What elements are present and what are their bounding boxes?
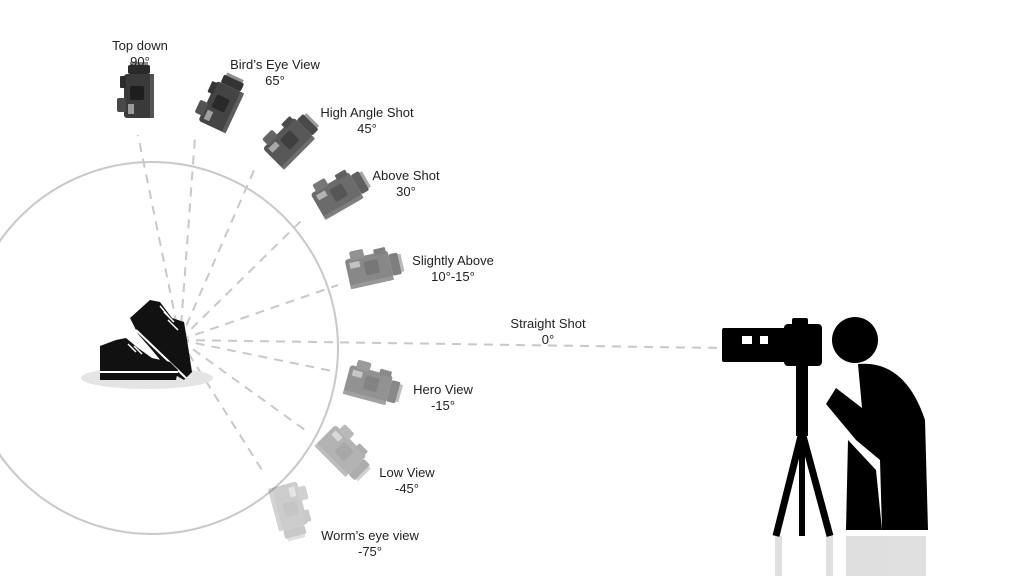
tripod-icon bbox=[776, 366, 830, 536]
ray-7 bbox=[180, 340, 305, 430]
angle-name: High Angle Shot bbox=[320, 105, 413, 121]
angle-degrees: -75° bbox=[321, 544, 419, 560]
angle-name: Top down bbox=[112, 38, 168, 54]
ray-6 bbox=[180, 340, 337, 372]
camera-icon bbox=[343, 241, 406, 289]
camera-icon bbox=[722, 318, 822, 366]
camera-icon bbox=[307, 160, 374, 220]
angle-degrees: -15° bbox=[413, 398, 473, 414]
reflection bbox=[775, 536, 926, 576]
angle-name: Bird’s Eye View bbox=[230, 57, 320, 73]
ray-8 bbox=[180, 340, 262, 470]
angle-degrees: 0° bbox=[510, 332, 585, 348]
ray-4 bbox=[180, 285, 338, 340]
angle-label: Worm’s eye view-75° bbox=[321, 528, 419, 560]
camera-icon bbox=[258, 104, 324, 170]
photographer-icon bbox=[826, 317, 928, 530]
angle-label: Low View-45° bbox=[379, 465, 434, 497]
angle-degrees: 10°-15° bbox=[412, 269, 494, 285]
angle-name: Slightly Above bbox=[412, 253, 494, 269]
camera-icon bbox=[117, 62, 154, 118]
angle-label: Hero View-15° bbox=[413, 382, 473, 414]
angle-degrees: -45° bbox=[379, 481, 434, 497]
angle-name: Hero View bbox=[413, 382, 473, 398]
angle-degrees: 90° bbox=[112, 54, 168, 70]
ray-5 bbox=[180, 340, 722, 348]
shoes-icon bbox=[100, 300, 192, 380]
angle-degrees: 45° bbox=[320, 121, 413, 137]
camera-icon bbox=[314, 420, 380, 486]
angle-name: Low View bbox=[379, 465, 434, 481]
angle-name: Worm’s eye view bbox=[321, 528, 419, 544]
camera-icon bbox=[343, 358, 407, 408]
ray-3 bbox=[180, 217, 305, 340]
angle-name: Straight Shot bbox=[510, 316, 585, 332]
angle-degrees: 30° bbox=[372, 184, 439, 200]
angle-name: Above Shot bbox=[372, 168, 439, 184]
angle-degrees: 65° bbox=[230, 73, 320, 89]
camera-icon bbox=[268, 479, 318, 543]
